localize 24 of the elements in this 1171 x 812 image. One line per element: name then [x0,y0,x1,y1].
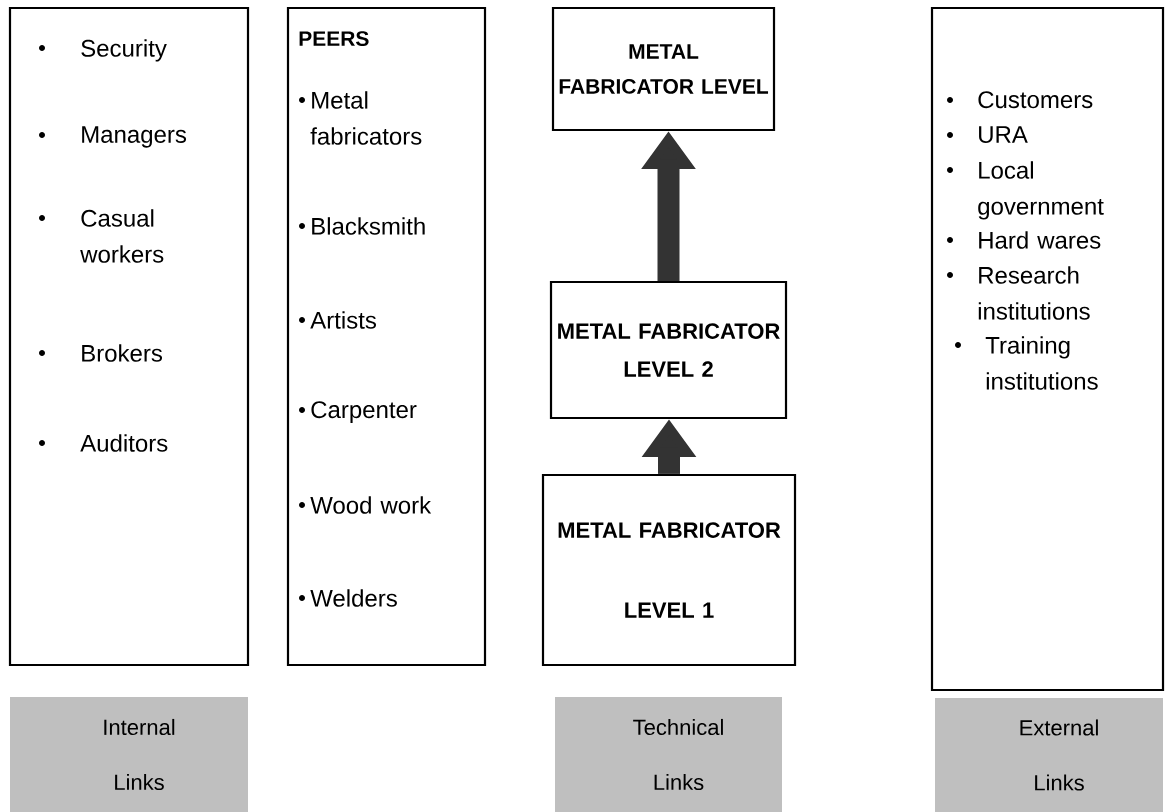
level-box: METAL FABRICATOR LEVEL [551,6,776,132]
bullet-item: Training institutions [955,336,1098,390]
bullet-item: Wood work [299,496,432,514]
bullet-item: Casual workers [39,209,164,263]
bullet-item: URA [947,126,1028,143]
bullet-item: Hard wares [947,231,1101,249]
level-box: METAL FABRICATOR LEVEL 1 [541,473,797,667]
label-box: External Links [935,698,1163,812]
bullet-item: Security [39,39,167,62]
label-box: Technical Links [555,697,782,812]
bullet-item: Auditors [39,434,168,452]
bullet-item: Customers [947,91,1093,109]
bullet-item: Blacksmith [299,217,425,235]
bullet-item: Artists [299,311,376,329]
label-box: Internal Links [10,697,248,812]
bullet-item: Local government [947,161,1104,220]
bullet-item: Research institutions [947,266,1090,320]
bullet-item: Brokers [39,344,162,362]
level-box: METAL FABRICATOR LEVEL 2 [549,280,788,420]
bullet-item: Welders [299,589,397,607]
bullet-item: Managers [39,126,187,148]
bullet-item: Metal fabricators [299,91,422,145]
list-heading: PEERS [299,31,369,47]
bullet-item: Carpenter [299,401,417,423]
